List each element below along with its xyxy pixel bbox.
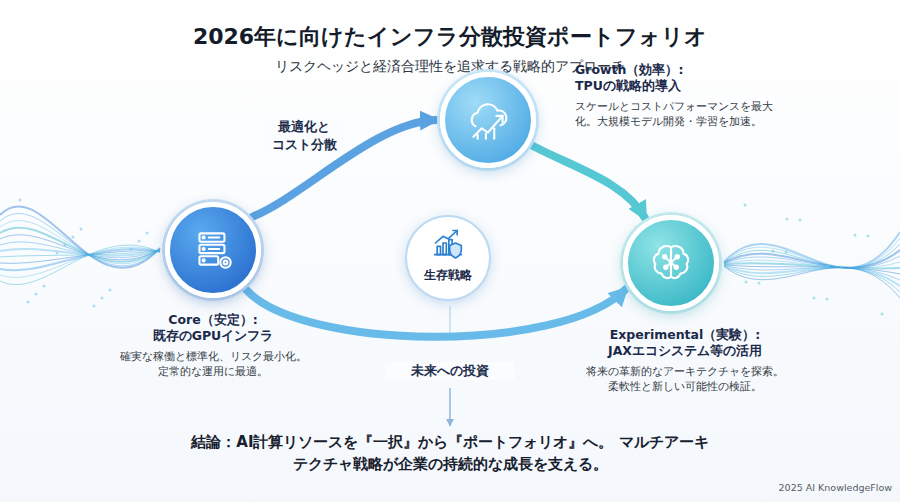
particle-dot xyxy=(109,289,112,292)
node-circle: 生存戦略 xyxy=(405,215,491,301)
particle-dot xyxy=(146,232,149,235)
particle-dot xyxy=(80,228,83,231)
particle-dot xyxy=(35,293,38,296)
flow-arrow xyxy=(533,146,645,218)
node-icon xyxy=(646,238,696,288)
particle-dot xyxy=(827,265,830,268)
portfolio-node: Growth（効率）: TPUの戦略的導入スケールとコストパフォーマンスを最大化… xyxy=(440,62,785,168)
wave-line xyxy=(724,244,900,268)
node-heading: Core（安定）: 既存のGPUインフラ xyxy=(118,312,308,345)
wave-lines xyxy=(0,199,900,316)
wave-line xyxy=(0,245,160,284)
diagram-title: 2026年に向けたインフラ分散投資ポートフォリオ xyxy=(0,22,900,52)
node-body: 確実な稼働と標準化、リスク最小化。 定常的な運用に最適。 xyxy=(118,349,308,381)
particle-dot xyxy=(745,281,748,284)
down-arrow xyxy=(449,388,451,426)
node-text-area: Core（安定）: 既存のGPUインフラ確実な稼働と標準化、リスク最小化。 定常… xyxy=(118,312,308,380)
particle-dot xyxy=(881,313,884,316)
particle-dot xyxy=(19,199,22,202)
node-heading: Growth（効率）: TPUの戦略的導入 xyxy=(575,62,735,95)
particle-dot xyxy=(64,244,67,247)
node-icon xyxy=(428,223,468,263)
wave-line xyxy=(724,238,900,268)
wave-line xyxy=(724,266,900,298)
particle-dot xyxy=(138,240,141,243)
conclusion-text: 結論：AI計算リソースを『一択』から『ポートフォリオ』へ。 マルチアーキテクチャ… xyxy=(190,432,710,476)
particle-dot xyxy=(854,234,857,237)
node-text-area: Growth（効率）: TPUの戦略的導入スケールとコストパフォーマンスを最大化… xyxy=(575,62,785,130)
node-icon xyxy=(188,225,238,275)
particle-dot xyxy=(772,250,775,253)
particle-dot xyxy=(56,252,59,255)
subtitle: リスクヘッジと経済合理性を追求する戦略的アプローチ xyxy=(0,58,900,76)
edge-label: 最適化と コスト分散 xyxy=(262,118,346,153)
particle-dot xyxy=(72,236,75,239)
portfolio-node: 生存戦略 xyxy=(405,215,491,301)
watermark: 2025 AI KnowledgeFlow xyxy=(740,482,892,493)
particle-dot xyxy=(744,204,747,207)
node-circle xyxy=(165,202,261,298)
guide-line xyxy=(449,306,450,332)
particle-dot xyxy=(799,219,802,222)
portfolio-node: Experimental（実験）: JAXエコシステム等の活用将来の革新的なアー… xyxy=(575,215,795,395)
wave-line xyxy=(724,232,900,268)
wave-line xyxy=(0,249,160,270)
wave-line xyxy=(0,247,160,277)
node-body: 将来の革新的なアーキテクチャを探索。 柔軟性と新しい可能性の検証。 xyxy=(575,364,795,396)
particle-dot xyxy=(93,305,96,308)
particle-dot xyxy=(786,218,789,221)
node-text: 生存戦略 xyxy=(407,267,489,284)
node-heading: Experimental（実験）: JAXエコシステム等の活用 xyxy=(575,327,795,360)
portfolio-node: Core（安定）: 既存のGPUインフラ確実な稼働と標準化、リスク最小化。 定常… xyxy=(118,200,308,380)
node-icon xyxy=(463,95,513,145)
particle-dot xyxy=(867,235,870,238)
particle-dot xyxy=(27,301,30,304)
particle-dot xyxy=(813,297,816,300)
wave-line xyxy=(724,250,900,268)
particle-dot xyxy=(43,285,46,288)
node-circle xyxy=(623,215,719,311)
node-circle xyxy=(440,72,536,168)
node-text-area: Experimental（実験）: JAXエコシステム等の活用将来の革新的なアー… xyxy=(575,327,795,395)
node-body: スケールとコストパフォーマンスを最大化。大規模モデル開発・学習を加速。 xyxy=(575,99,785,131)
particle-dot xyxy=(840,266,843,269)
edge-label: 未来への投資 xyxy=(385,362,515,380)
particle-dot xyxy=(130,248,133,251)
particle-dot xyxy=(826,298,829,301)
particle-dot xyxy=(785,251,788,254)
particle-dot xyxy=(758,282,761,285)
particle-dot xyxy=(101,297,104,300)
